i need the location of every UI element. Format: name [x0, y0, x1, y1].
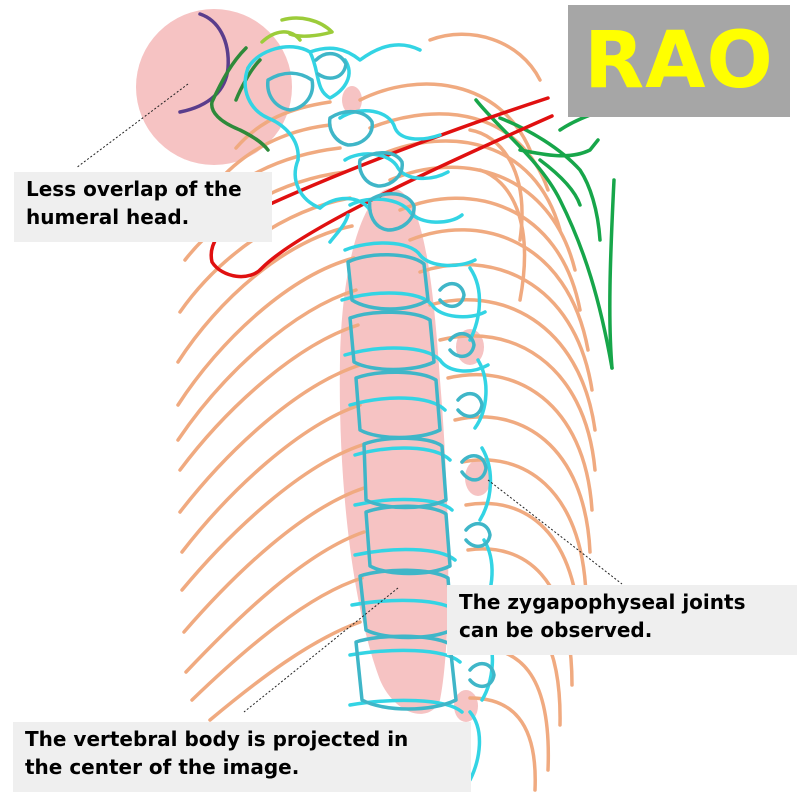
leader-lines [75, 83, 623, 713]
humeral-head-note: Less overlap of the humeral head. [14, 172, 272, 242]
vertebral-bodies [266, 51, 496, 711]
vertebral-body-highlight [339, 188, 449, 714]
leader-humeral [75, 83, 189, 169]
spine-outer [243, 43, 495, 782]
view-label-badge: RAO [568, 5, 790, 117]
humeral-head-highlight [136, 9, 292, 165]
zygapophyseal-joints-note: The zygapophyseal joints can be observed… [447, 585, 797, 655]
joint-highlight [342, 86, 362, 114]
note-line: the center of the image. [25, 755, 300, 779]
note-line: humeral head. [26, 205, 190, 229]
leader-zygapophyseal [487, 479, 623, 585]
note-line: can be observed. [459, 618, 653, 642]
highlight-regions [136, 9, 491, 722]
note-line: Less overlap of the [26, 177, 242, 201]
vertebral-body-note: The vertebral body is projected in the c… [13, 722, 471, 792]
note-line: The zygapophyseal joints [459, 590, 746, 614]
leader-vertebral [243, 587, 399, 713]
view-label: RAO [584, 16, 774, 106]
note-line: The vertebral body is projected in [25, 727, 409, 751]
